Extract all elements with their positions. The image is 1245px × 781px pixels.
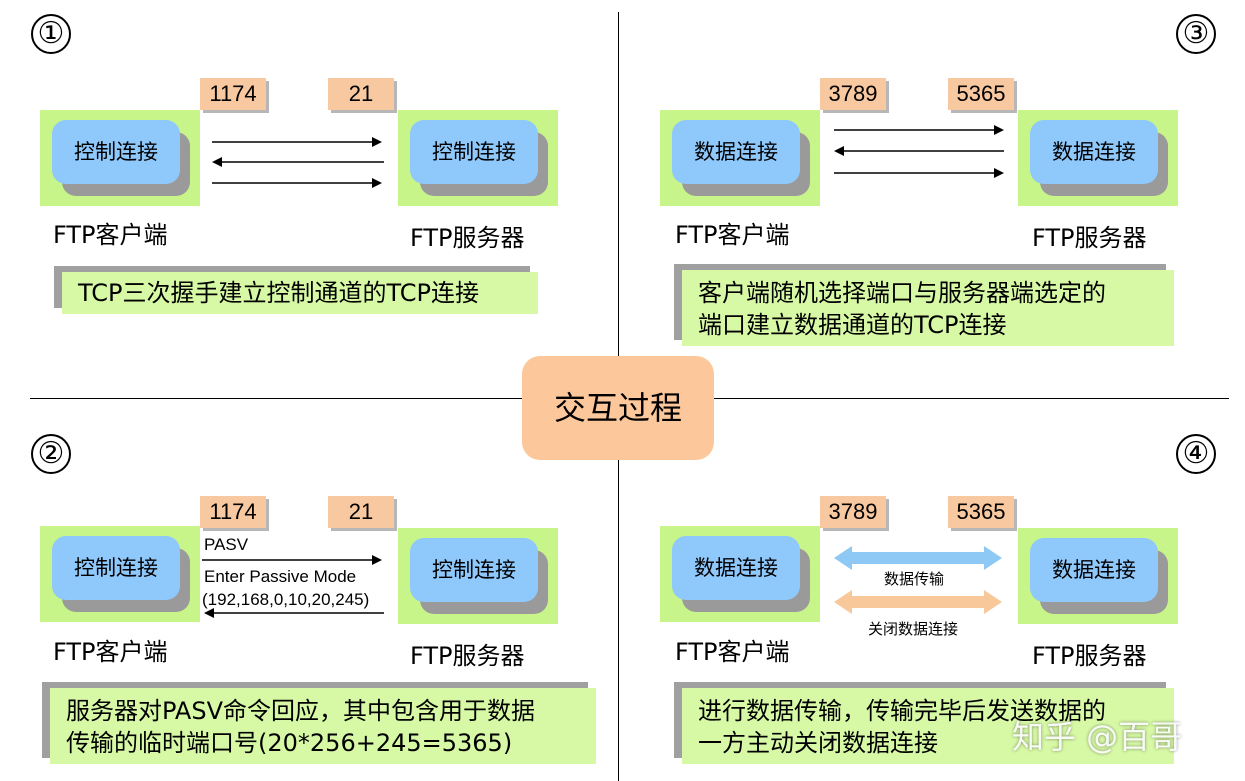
client-label-2: FTP客户端 xyxy=(53,638,168,666)
client-label-1: FTP客户端 xyxy=(53,221,168,249)
client-connection-box: 控制连接 xyxy=(52,536,180,600)
server-connection-box: 控制连接 xyxy=(410,538,538,602)
server-label-1: FTP服务器 xyxy=(410,224,525,252)
server-node-1: 控制连接 xyxy=(398,110,558,206)
data-transfer-arrows xyxy=(834,546,1002,614)
horizontal-divider-left xyxy=(30,398,522,399)
step-number-1: ① xyxy=(31,14,71,54)
caption-3: 客户端随机选择端口与服务器端选定的 端口建立数据通道的TCP连接 xyxy=(682,270,1174,346)
caption-line: 客户端随机选择端口与服务器端选定的 xyxy=(698,279,1106,307)
client-label-3: FTP客户端 xyxy=(675,221,790,249)
server-connection-box: 数据连接 xyxy=(1030,120,1158,184)
handshake-arrows xyxy=(212,137,384,188)
server-label-3: FTP服务器 xyxy=(1032,224,1147,252)
server-connection-box: 控制连接 xyxy=(410,120,538,184)
client-label-4: FTP客户端 xyxy=(675,638,790,666)
server-label-2: FTP服务器 xyxy=(410,642,525,670)
pasv-arrows xyxy=(202,555,384,618)
client-port-1: 1174 xyxy=(200,78,266,110)
server-node-2: 控制连接 xyxy=(398,528,558,624)
client-node-3: 数据连接 xyxy=(660,110,820,206)
server-connection-box: 数据连接 xyxy=(1030,538,1158,602)
client-port-3: 3789 xyxy=(820,78,886,110)
data-transfer-label: 数据传输 xyxy=(884,570,945,588)
caption-2: 服务器对PASV命令回应，其中包含用于数据 传输的临时端口号(20*256+24… xyxy=(50,688,596,764)
client-node-4: 数据连接 xyxy=(660,526,820,622)
watermark-text: 知乎 @百哥 xyxy=(1012,718,1183,756)
server-port-4: 5365 xyxy=(948,496,1014,528)
vertical-divider-top xyxy=(618,12,619,356)
step-number-2: ② xyxy=(31,434,71,474)
caption-line: 端口建立数据通道的TCP连接 xyxy=(698,311,1007,339)
client-connection-box: 数据连接 xyxy=(672,536,800,600)
vertical-divider-bottom xyxy=(618,460,619,781)
caption-1: TCP三次握手建立控制通道的TCP连接 xyxy=(62,272,538,314)
server-node-3: 数据连接 xyxy=(1018,110,1178,206)
pasv-command-text: PASV xyxy=(204,535,249,554)
client-node-2: 控制连接 xyxy=(40,526,200,622)
step-number-3: ③ xyxy=(1176,14,1216,54)
center-title: 交互过程 xyxy=(522,356,714,460)
server-port-3: 5365 xyxy=(948,78,1014,110)
caption-4: 进行数据传输，传输完毕后发送数据的 一方主动关闭数据连接 xyxy=(682,688,1174,764)
server-port-2: 21 xyxy=(328,496,394,528)
caption-line: TCP三次握手建立控制通道的TCP连接 xyxy=(78,279,479,307)
caption-line: 一方主动关闭数据连接 xyxy=(698,729,938,757)
close-connection-label: 关闭数据连接 xyxy=(868,620,959,638)
step-number-4: ④ xyxy=(1176,434,1216,474)
caption-line: 服务器对PASV命令回应，其中包含用于数据 xyxy=(66,697,536,725)
server-port-1: 21 xyxy=(328,78,394,110)
passive-address-text: (192,168,0,10,20,245) xyxy=(202,590,370,609)
client-port-2: 1174 xyxy=(200,496,266,528)
client-port-4: 3789 xyxy=(820,496,886,528)
caption-line: 进行数据传输，传输完毕后发送数据的 xyxy=(698,697,1106,725)
horizontal-divider-right xyxy=(714,398,1229,399)
server-label-4: FTP服务器 xyxy=(1032,642,1147,670)
client-node-1: 控制连接 xyxy=(40,110,200,206)
passive-mode-text: Enter Passive Mode xyxy=(204,567,357,586)
client-connection-box: 控制连接 xyxy=(52,120,180,184)
handshake-arrows xyxy=(834,125,1004,178)
caption-line: 传输的临时端口号(20*256+245=5365) xyxy=(66,729,513,757)
client-connection-box: 数据连接 xyxy=(672,120,800,184)
server-node-4: 数据连接 xyxy=(1018,528,1178,624)
